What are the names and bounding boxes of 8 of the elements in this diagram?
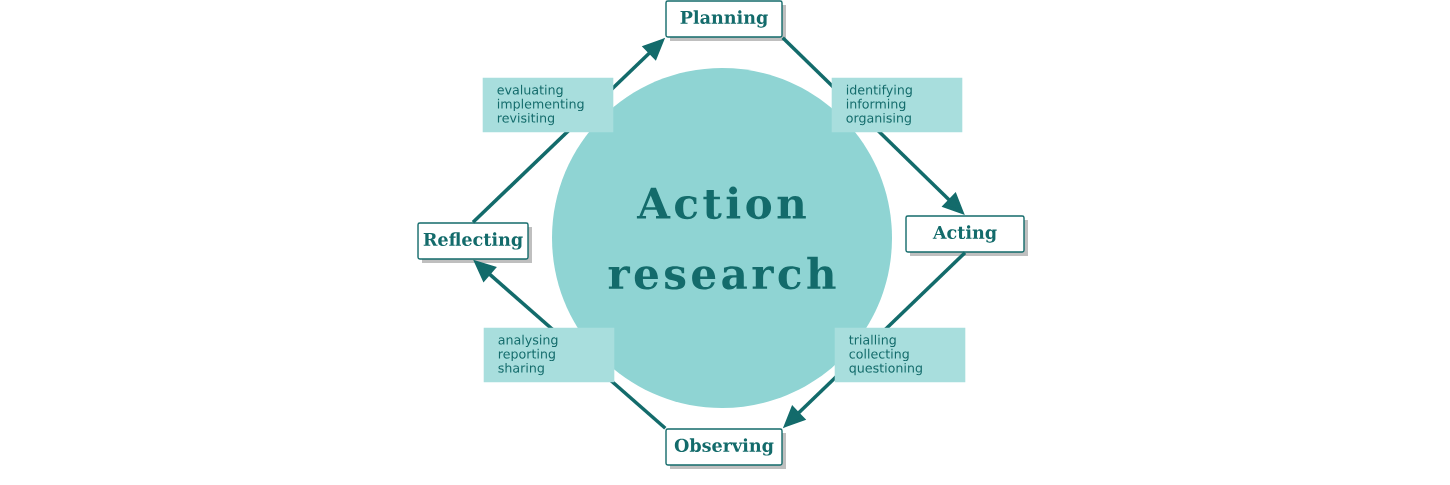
edge-label: evaluating implementing revisiting: [482, 77, 614, 133]
edge-label: trialling collecting questioning: [834, 327, 966, 383]
edge-label: identifying informing organising: [831, 77, 963, 133]
stage-box: Planning: [665, 0, 783, 38]
stage-box: Reflecting: [417, 222, 529, 260]
stage-box: Acting: [905, 215, 1025, 253]
edge-label: analysing reporting sharing: [483, 327, 615, 383]
stage-box: Observing: [665, 428, 783, 466]
